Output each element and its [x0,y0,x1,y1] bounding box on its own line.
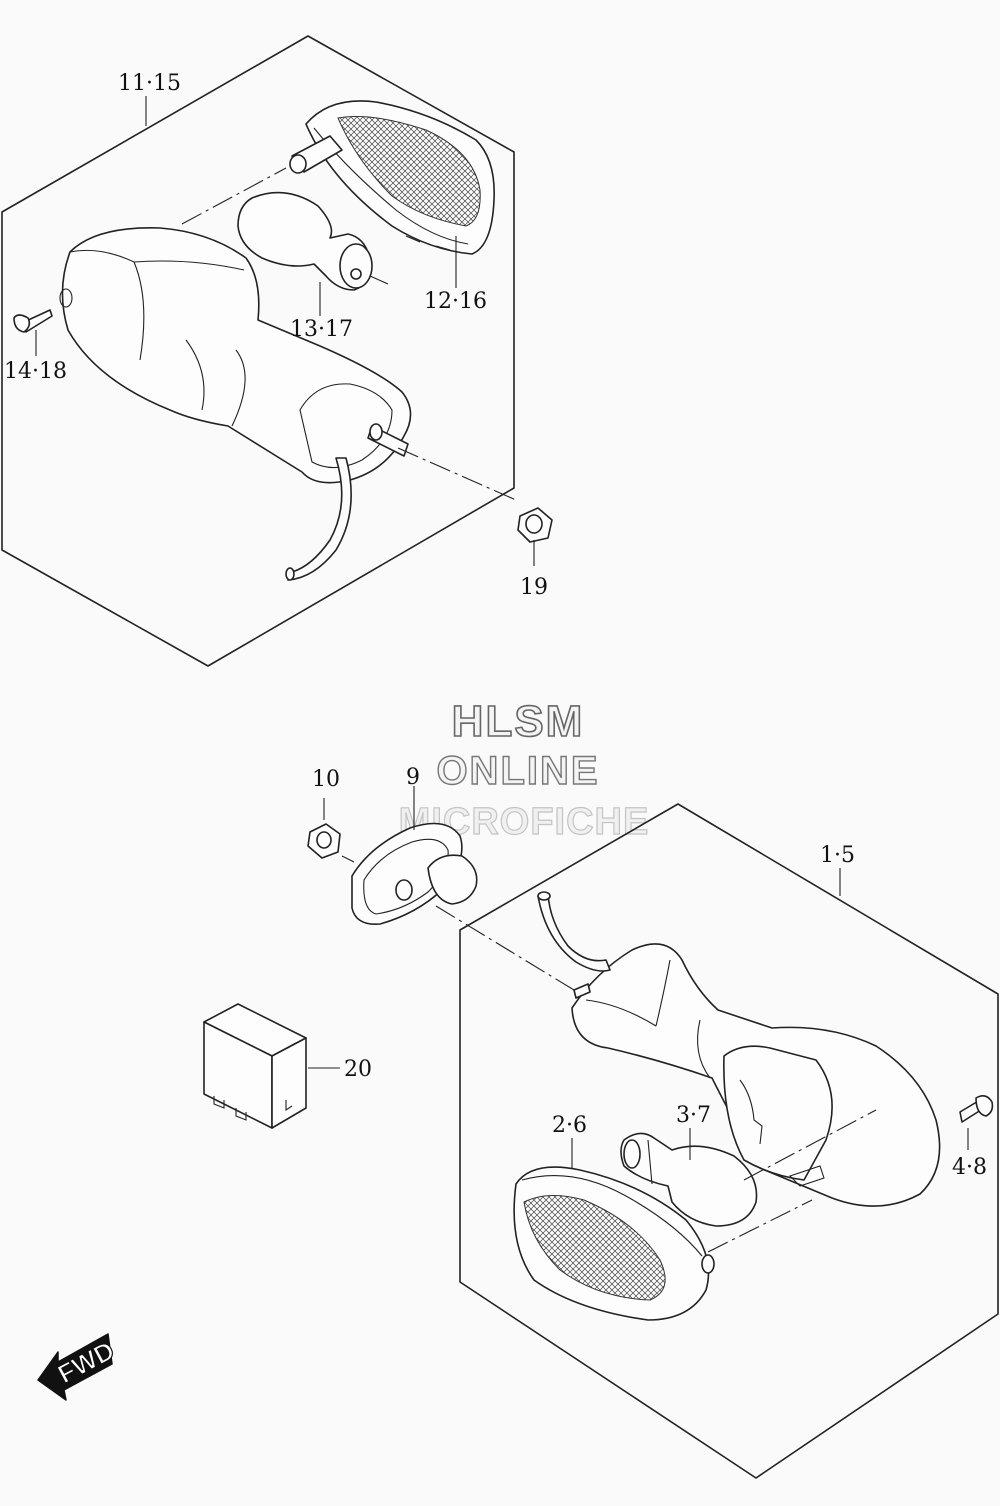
callout-20: 20 [344,1057,372,1082]
callout-11-15: 11·15 [118,71,181,96]
callout-2-6: 2·6 [552,1113,587,1138]
forward-arrow-icon: FWD [37,1333,120,1401]
lens-12-16 [305,100,495,255]
nut-10 [307,823,341,859]
callout-1-5: 1·5 [820,843,855,868]
turn-signal-housing-bottom [571,943,941,1207]
callout-13-17: 13·17 [290,317,353,342]
front-turn-signal-assembly [203,786,999,1479]
fwd-label: FWD [53,1335,119,1389]
assembly-frame-bottom [459,803,999,1479]
gasket-9 [351,822,478,925]
rear-turn-signal-assembly [1,35,553,667]
lens-stud [289,135,343,174]
screw-14-18 [13,309,53,333]
wire-bottom [537,891,611,972]
callout-12-16: 12·16 [424,289,487,314]
callout-10: 10 [312,767,340,792]
watermark-line-2: ONLINE [436,749,599,793]
mount-stud-bottom [573,983,591,999]
assembly-frame-top [1,35,515,667]
callout-9: 9 [406,765,420,790]
nut-19 [517,507,553,543]
wire-top [285,457,352,581]
lens-2-6 [513,1166,715,1321]
callout-14-18: 14·18 [4,359,67,384]
relay-20 [203,1003,307,1129]
callout-19: 19 [520,575,548,600]
watermark-line-1: HLSM [452,697,585,746]
callout-4-8: 4·8 [952,1155,987,1180]
screw-4-8 [959,1094,994,1123]
callout-3-7: 3·7 [676,1103,711,1128]
bulb-13-17 [237,191,373,291]
bulb-3-7 [620,1132,758,1227]
